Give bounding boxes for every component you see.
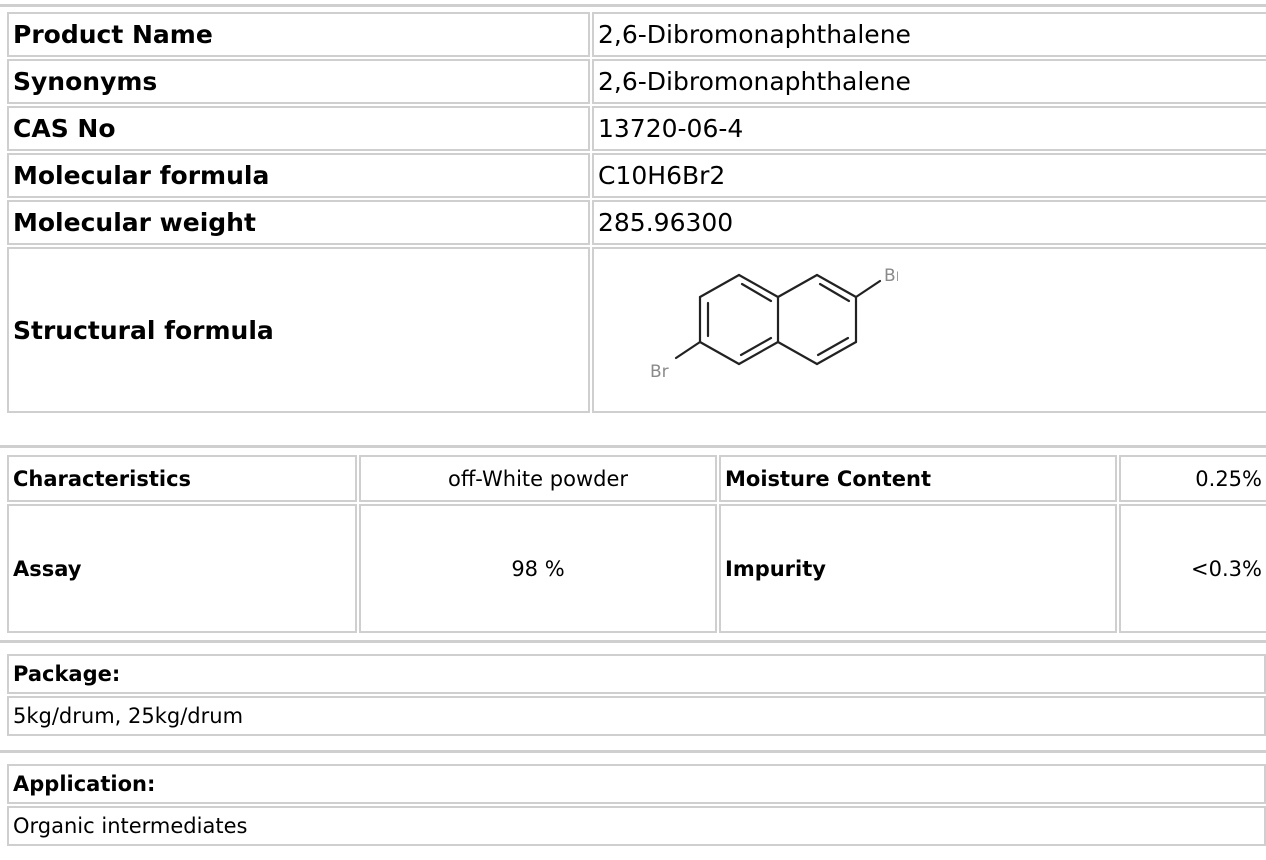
structural-formula-cell: Br Br bbox=[592, 247, 1266, 413]
molecular-weight-value: 285.96300 bbox=[592, 200, 1266, 245]
table-row: 5kg/drum, 25kg/drum bbox=[7, 696, 1266, 736]
structural-formula-image: Br Br bbox=[650, 266, 898, 382]
moisture-content-value: 0.25% bbox=[1119, 455, 1266, 502]
top-divider bbox=[0, 4, 1266, 7]
table-row: Molecular formula C10H6Br2 bbox=[7, 153, 1266, 198]
application-table: Application: Organic intermediates bbox=[5, 762, 1266, 848]
product-info-table: Product Name 2,6-Dibromonaphthalene Syno… bbox=[5, 10, 1266, 415]
bromine-atom-label: Br bbox=[884, 266, 898, 286]
product-name-value: 2,6-Dibromonaphthalene bbox=[592, 12, 1266, 57]
impurity-value: <0.3% bbox=[1119, 504, 1266, 633]
table-row: CAS No 13720-06-4 bbox=[7, 106, 1266, 151]
table-row: Application: bbox=[7, 764, 1266, 804]
cas-no-value: 13720-06-4 bbox=[592, 106, 1266, 151]
table-row: Assay 98 % Impurity <0.3% bbox=[7, 504, 1266, 633]
table-row: Characteristics off-White powder Moistur… bbox=[7, 455, 1266, 502]
table-row: Organic intermediates bbox=[7, 806, 1266, 846]
cas-no-label: CAS No bbox=[7, 106, 590, 151]
moisture-content-label: Moisture Content bbox=[719, 455, 1117, 502]
table-row: Package: bbox=[7, 654, 1266, 694]
section-divider bbox=[0, 445, 1266, 448]
bromine-atom-label: Br bbox=[650, 362, 669, 382]
product-name-label: Product Name bbox=[7, 12, 590, 57]
synonyms-value: 2,6-Dibromonaphthalene bbox=[592, 59, 1266, 104]
molecular-formula-label: Molecular formula bbox=[7, 153, 590, 198]
characteristics-value: off-White powder bbox=[359, 455, 717, 502]
application-value: Organic intermediates bbox=[7, 806, 1266, 846]
table-row: Synonyms 2,6-Dibromonaphthalene bbox=[7, 59, 1266, 104]
application-label: Application: bbox=[7, 764, 1266, 804]
specification-table: Characteristics off-White powder Moistur… bbox=[5, 453, 1266, 635]
package-value: 5kg/drum, 25kg/drum bbox=[7, 696, 1266, 736]
table-row: Structural formula bbox=[7, 247, 1266, 413]
assay-value: 98 % bbox=[359, 504, 717, 633]
molecular-weight-label: Molecular weight bbox=[7, 200, 590, 245]
structural-formula-label: Structural formula bbox=[7, 247, 590, 413]
section-divider bbox=[0, 750, 1266, 753]
table-row: Product Name 2,6-Dibromonaphthalene bbox=[7, 12, 1266, 57]
impurity-label: Impurity bbox=[719, 504, 1117, 633]
section-divider bbox=[0, 640, 1266, 643]
synonyms-label: Synonyms bbox=[7, 59, 590, 104]
package-table: Package: 5kg/drum, 25kg/drum bbox=[5, 652, 1266, 738]
characteristics-label: Characteristics bbox=[7, 455, 357, 502]
package-label: Package: bbox=[7, 654, 1266, 694]
molecular-formula-value: C10H6Br2 bbox=[592, 153, 1266, 198]
assay-label: Assay bbox=[7, 504, 357, 633]
table-row: Molecular weight 285.96300 bbox=[7, 200, 1266, 245]
